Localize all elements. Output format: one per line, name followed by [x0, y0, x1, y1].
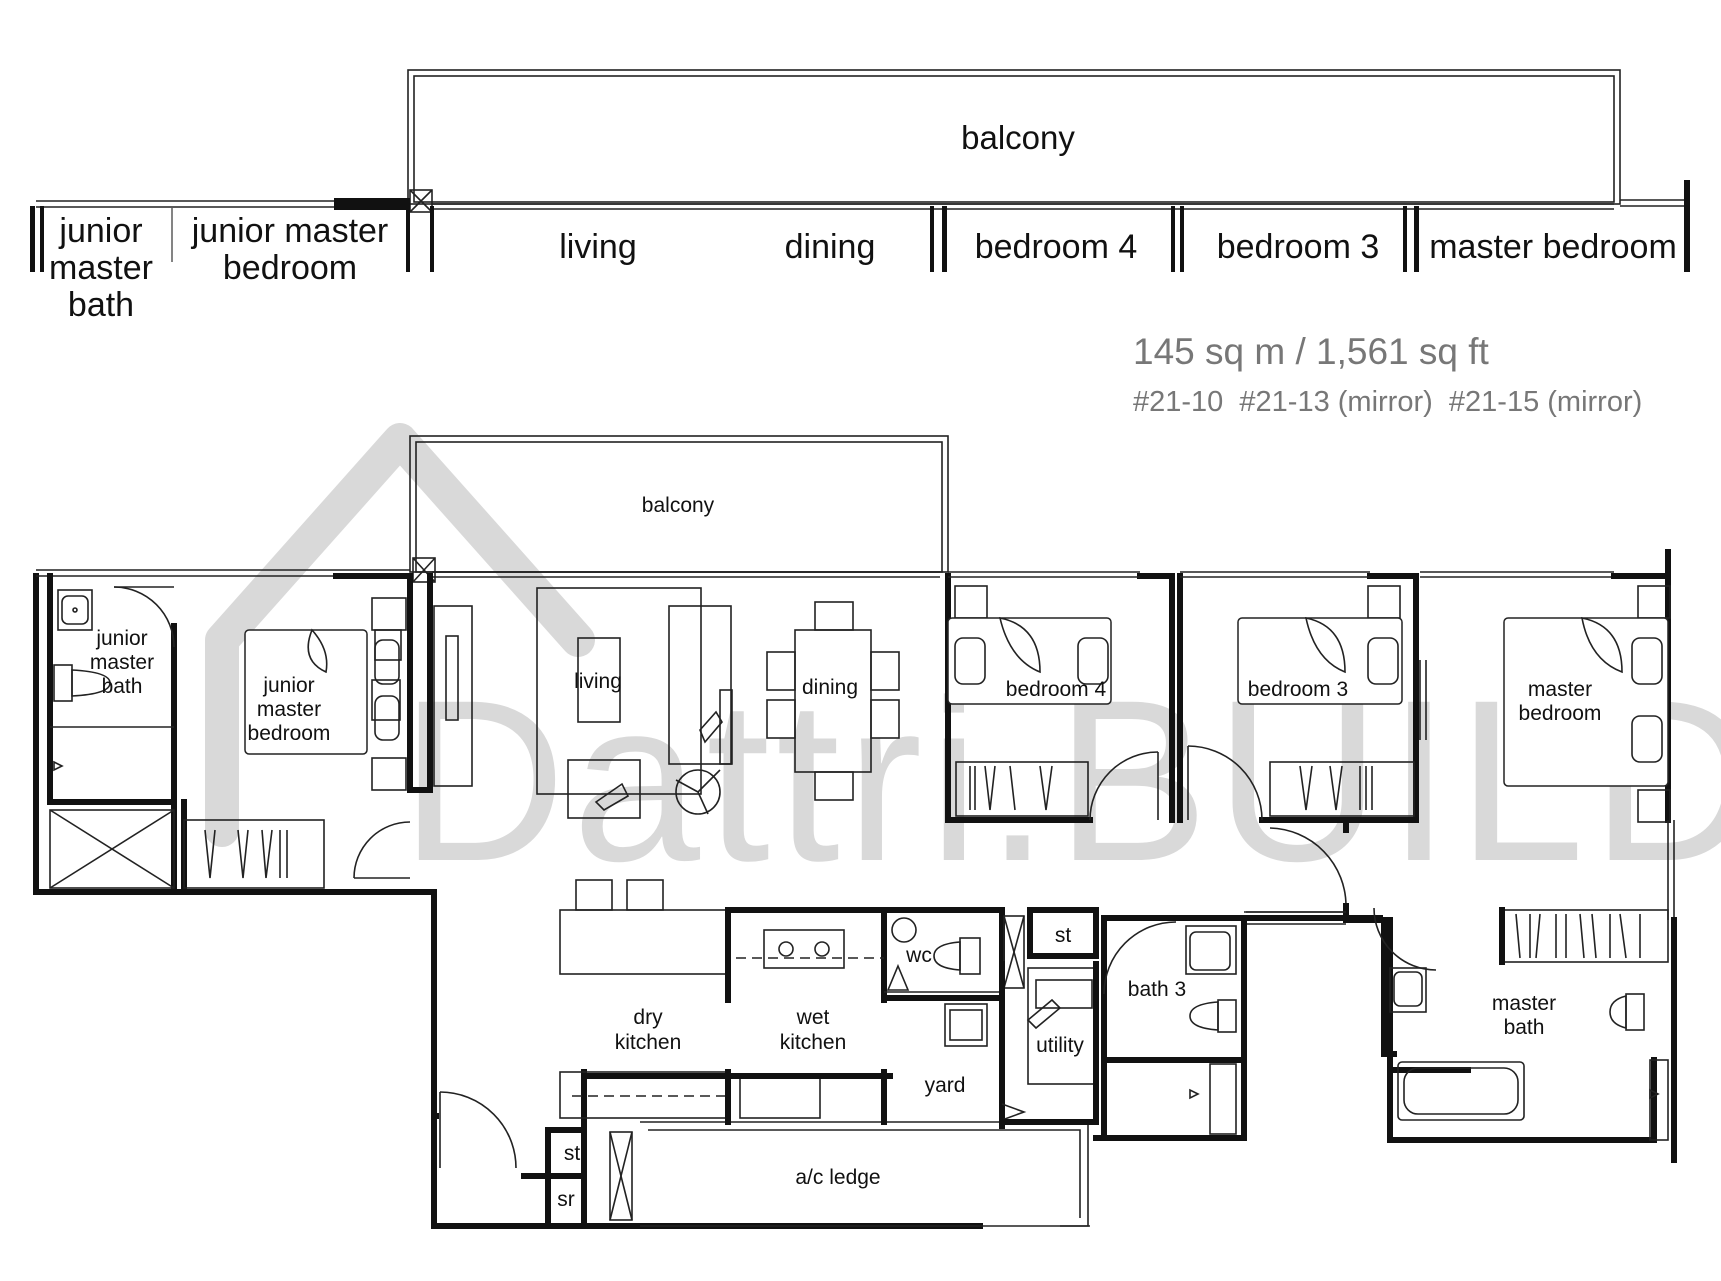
elevation-view: balcony junior master bath junior master… — [30, 69, 1690, 324]
plan-dry-kitchen-line1: dry — [633, 1006, 663, 1029]
plan-jmbath-line3: bath — [102, 675, 143, 698]
elevation-master-bedroom-label: master bedroom — [1429, 228, 1677, 266]
elevation-balcony-label: balcony — [961, 119, 1075, 156]
elevation-jmbed-line1: junior master — [191, 212, 389, 250]
plan-master-bedroom-line2: bedroom — [1519, 702, 1602, 725]
plan-jmbed-line3: bedroom — [248, 722, 331, 745]
plan-st-upper-label: st — [1055, 924, 1072, 947]
plan-bedroom4-label: bedroom 4 — [1006, 678, 1107, 701]
plan-master-bedroom-line1: master — [1528, 678, 1592, 701]
elevation-jmbed-line2: bedroom — [223, 249, 357, 287]
plan-bath3-label: bath 3 — [1128, 978, 1186, 1001]
elevation-living-label: living — [559, 228, 636, 266]
watermark-house-icon — [205, 423, 595, 847]
unit-area: 145 sq m / 1,561 sq ft — [1133, 331, 1490, 372]
plan-balcony-label: balcony — [642, 494, 715, 517]
plan-wet-kitchen-line1: wet — [796, 1006, 830, 1029]
plan-jmbath-line1: junior — [95, 627, 147, 650]
plan-master-bath-line1: master — [1492, 992, 1556, 1015]
elevation-bedroom3-label: bedroom 3 — [1217, 228, 1380, 266]
plan-wet-kitchen-line2: kitchen — [780, 1031, 847, 1054]
elevation-jmb-line3: bath — [68, 286, 134, 324]
plan-bedroom3-label: bedroom 3 — [1248, 678, 1348, 701]
elevation-dining-label: dining — [785, 228, 876, 266]
unit-numbers: #21-10 #21-13 (mirror) #21-15 (mirror) — [1133, 386, 1642, 418]
plan-living-label: living — [574, 670, 622, 693]
plan-jmbath-line2: master — [90, 651, 154, 674]
plan-view — [33, 435, 1677, 1229]
plan-wc-label: wc — [905, 944, 932, 967]
plan-dining-label: dining — [802, 676, 858, 699]
elevation-jmb-line1: junior — [58, 212, 142, 250]
plan-master-bath-line2: bath — [1504, 1016, 1545, 1039]
plan-utility-label: utility — [1036, 1034, 1084, 1057]
elevation-jmb-line2: master — [49, 249, 153, 287]
plan-sr-label: sr — [557, 1188, 575, 1211]
plan-jmbed-line2: master — [257, 698, 321, 721]
plan-st-lower-label: st — [564, 1142, 581, 1165]
plan-dry-kitchen-line2: kitchen — [615, 1031, 682, 1054]
plan-ac-ledge-label: a/c ledge — [795, 1166, 880, 1189]
plan-yard-label: yard — [925, 1074, 966, 1097]
plan-jmbed-line1: junior — [262, 674, 314, 697]
elevation-bedroom4-label: bedroom 4 — [975, 228, 1138, 266]
